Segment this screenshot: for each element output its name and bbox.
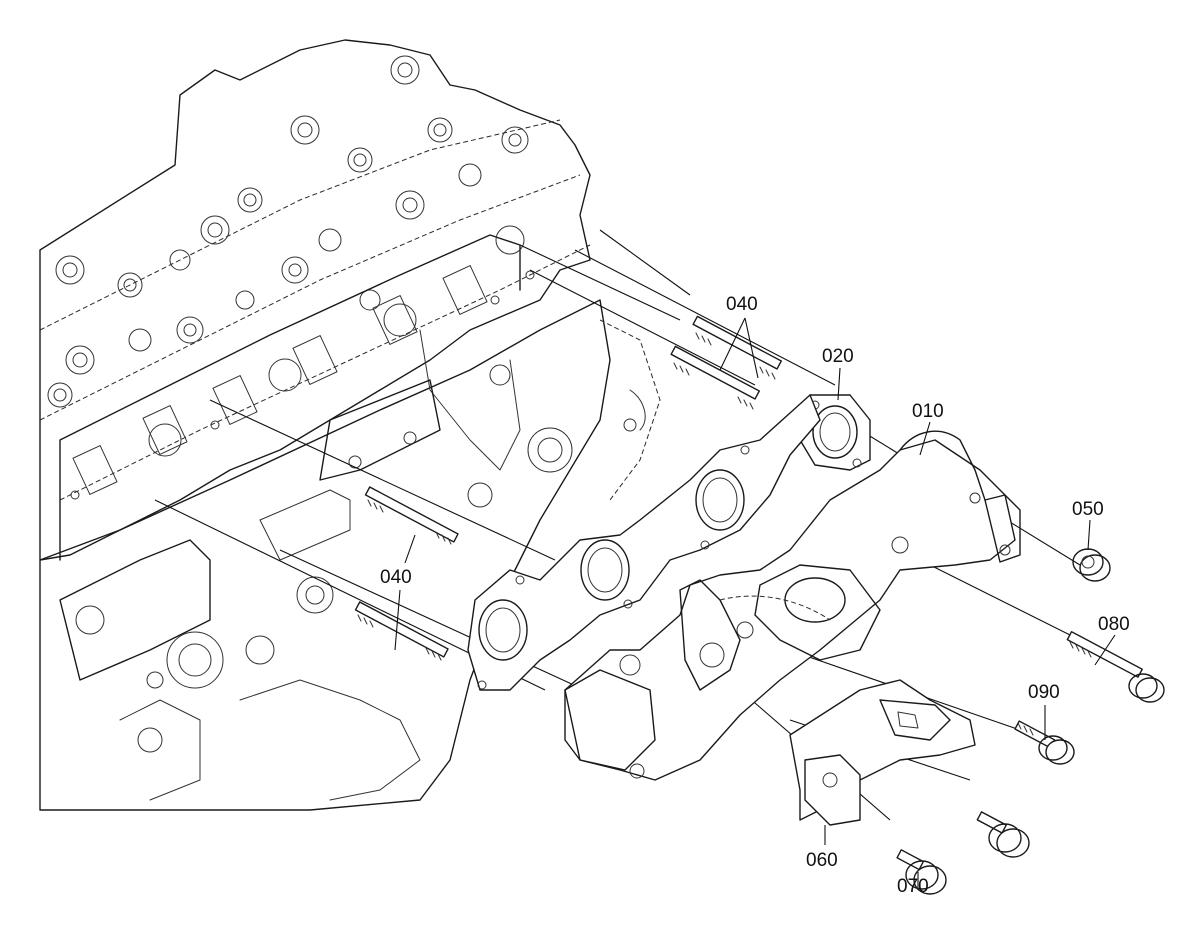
- callout-labels: 040 020 010 050 040 080 090 060 070: [380, 294, 1130, 897]
- callout-080: 080: [1098, 614, 1130, 635]
- callout-090: 090: [1028, 682, 1060, 703]
- callout-070: 070: [897, 876, 929, 897]
- bolt: [1014, 720, 1075, 765]
- bolt: [976, 811, 1030, 858]
- stud-bolt: [670, 345, 760, 410]
- stud-bolt: [364, 486, 459, 545]
- stud-bolt: [354, 601, 449, 661]
- engine-block: [39, 299, 661, 811]
- manifold-gasket: [467, 394, 821, 691]
- bracket: [789, 679, 976, 826]
- fasteners: [896, 548, 1165, 895]
- stud-bolts: [354, 315, 782, 661]
- callout-040-lower: 040: [380, 567, 412, 588]
- callout-010: 010: [912, 401, 944, 422]
- cylinder-head: [39, 39, 591, 561]
- long-bolt: [1066, 630, 1165, 703]
- callout-040-top: 040: [726, 294, 758, 315]
- bolt: [896, 849, 947, 895]
- callout-060: 060: [806, 850, 838, 871]
- callout-020: 020: [822, 346, 854, 367]
- flange-nut: [1072, 548, 1111, 582]
- callout-leaders: [394, 317, 1116, 888]
- exhaust-manifold: [564, 430, 1021, 781]
- callout-050: 050: [1072, 499, 1104, 520]
- stud-bolt: [692, 315, 782, 380]
